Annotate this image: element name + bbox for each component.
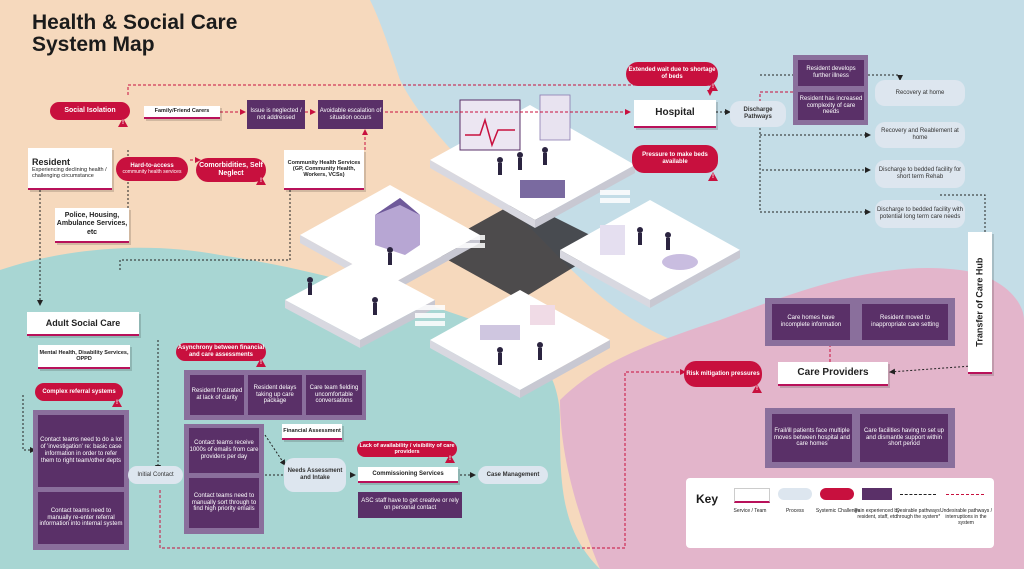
warning-icon: !: [708, 82, 718, 91]
hospital-bed: [520, 180, 565, 198]
title-line-2: System Map: [32, 33, 155, 57]
warning-icon: !: [118, 118, 128, 127]
service-police-housing[interactable]: Police, Housing, Ambulance Services, etc: [55, 208, 129, 243]
transfer-hub-label: Transfer of Care Hub: [974, 257, 985, 347]
map-title: Health & Social Care System Map: [32, 11, 238, 57]
legend: Key Service / Team Process Systemic Chal…: [686, 478, 994, 548]
crosswalk: [415, 190, 630, 326]
service-community-health[interactable]: Community Health Services (GP, Community…: [284, 150, 364, 190]
title-line-1: Health & Social Care: [32, 11, 238, 34]
legend-label-challenge: Systemic Challenge: [815, 508, 861, 514]
legend-label-service: Service / Team: [733, 508, 767, 514]
pain-contact-emails[interactable]: Contact teams receive 1000s of emails fr…: [189, 428, 259, 473]
hard-to-access-sub: community health services: [122, 168, 182, 175]
service-family-carers[interactable]: Family/Friend Carers: [144, 106, 220, 119]
service-hospital[interactable]: Hospital: [634, 100, 716, 128]
resident-title: Resident: [32, 156, 71, 167]
legend-label-process: Process: [785, 508, 805, 514]
warning-icon: !: [112, 398, 122, 407]
service-financial-assessment[interactable]: Financial Assessment: [282, 424, 342, 440]
warning-icon: !: [708, 172, 718, 181]
service-transfer-of-care-hub[interactable]: Transfer of Care Hub: [968, 232, 992, 374]
warning-icon: !: [256, 176, 266, 185]
process-discharge-rehab[interactable]: Discharge to bedded facility for short t…: [875, 160, 965, 188]
desk: [480, 325, 520, 340]
challenge-extended-wait[interactable]: Extended wait due to shortage of beds: [626, 62, 718, 86]
challenge-asynchrony[interactable]: Asynchrony between financial and care as…: [176, 343, 266, 361]
warning-icon: !: [256, 358, 266, 367]
pain-care-team-fielding[interactable]: Care team fielding uncomfortable convers…: [306, 375, 362, 415]
process-recovery-reablement[interactable]: Recovery and Reablement at home: [875, 122, 965, 148]
table: [662, 254, 698, 270]
challenge-risk-mitigation[interactable]: Risk mitigation pressures: [684, 361, 762, 387]
legend-swatch-undesirable: [946, 494, 984, 495]
pain-asc-staff[interactable]: ASC staff have to get creative or rely o…: [358, 492, 462, 518]
pain-resident-increased[interactable]: Resident has increased complexity of car…: [798, 92, 864, 120]
house: [375, 198, 420, 255]
pain-care-facilities[interactable]: Care facilities having to set up and dis…: [860, 414, 948, 462]
process-discharge-pathways[interactable]: Discharge Pathways: [730, 101, 786, 127]
legend-swatch-service: [734, 488, 770, 503]
challenge-social-isolation[interactable]: Social Isolation: [50, 102, 130, 120]
pain-care-homes-incomplete[interactable]: Care homes have incomplete information: [772, 304, 850, 340]
challenge-comorbidities[interactable]: Comorbidities, Self Neglect: [196, 158, 266, 182]
care-home-platform: [560, 200, 740, 300]
legend-label-undesirable: Undesirable pathways / interruptions in …: [940, 508, 992, 526]
legend-title: Key: [696, 492, 719, 506]
service-mental-health[interactable]: Mental Health, Disability Services, OPPD: [38, 345, 130, 369]
pain-contact-sort[interactable]: Contact teams need to manually sort thro…: [189, 478, 259, 528]
hospital-screen: [459, 99, 521, 151]
pain-contact-teams-investigation[interactable]: Contact teams need to do a lot of 'inves…: [38, 415, 124, 487]
legend-label-pain: Pain experienced by resident, staff, etc: [854, 508, 900, 520]
process-recovery-home[interactable]: Recovery at home: [875, 80, 965, 106]
challenge-complex-referral[interactable]: Complex referral systems: [35, 383, 123, 401]
warning-icon: !: [752, 384, 762, 393]
pain-resident-delays[interactable]: Resident delays taking up care package: [248, 375, 302, 415]
pain-resident-moved[interactable]: Resident moved to inappropriate care set…: [862, 304, 948, 340]
people-figures: [307, 147, 671, 365]
service-adult-social-care[interactable]: Adult Social Care: [27, 312, 139, 336]
process-needs-assessment[interactable]: Needs Assessment and Intake: [284, 458, 346, 492]
legend-swatch-desirable: [900, 494, 936, 495]
challenge-pressure-beds[interactable]: Pressure to make beds available: [632, 145, 718, 173]
process-case-management[interactable]: Case Management: [478, 466, 548, 484]
pain-resident-frustrated[interactable]: Resident frustrated at lack of clarity: [190, 375, 244, 415]
pain-avoidable-escalation[interactable]: Avoidable escalation of situation occurs: [318, 100, 383, 129]
warning-icon: !: [445, 454, 455, 463]
legend-swatch-process: [778, 488, 812, 500]
legend-label-desirable: Desirable pathways through the system*: [895, 508, 941, 520]
challenge-lack-availability[interactable]: Lack of availability / visibility of car…: [357, 441, 457, 457]
legend-swatch-challenge: [820, 488, 854, 500]
service-care-providers[interactable]: Care Providers: [778, 362, 888, 386]
challenge-hard-to-access[interactable]: Hard-to-access community health services: [116, 157, 188, 181]
pain-resident-develops[interactable]: Resident develops further illness: [798, 60, 864, 86]
service-resident[interactable]: Resident Experiencing declining health /…: [28, 148, 112, 190]
pain-issue-neglected[interactable]: Issue is neglected / not addressed: [247, 100, 305, 129]
process-discharge-long-term[interactable]: Discharge to bedded facility with potent…: [875, 200, 965, 228]
hard-to-access-label: Hard-to-access: [130, 162, 174, 169]
service-commissioning[interactable]: Commissioning Services: [358, 467, 458, 483]
process-initial-contact[interactable]: Initial Contact: [128, 466, 183, 484]
pain-frail-patients[interactable]: Frail/ill patients face multiple moves b…: [772, 414, 852, 462]
road: [430, 200, 610, 300]
resident-subtitle: Experiencing declining health / challeng…: [32, 166, 107, 180]
pain-contact-teams-reenter[interactable]: Contact teams need to manually re-enter …: [38, 492, 124, 544]
legend-swatch-pain: [862, 488, 892, 500]
